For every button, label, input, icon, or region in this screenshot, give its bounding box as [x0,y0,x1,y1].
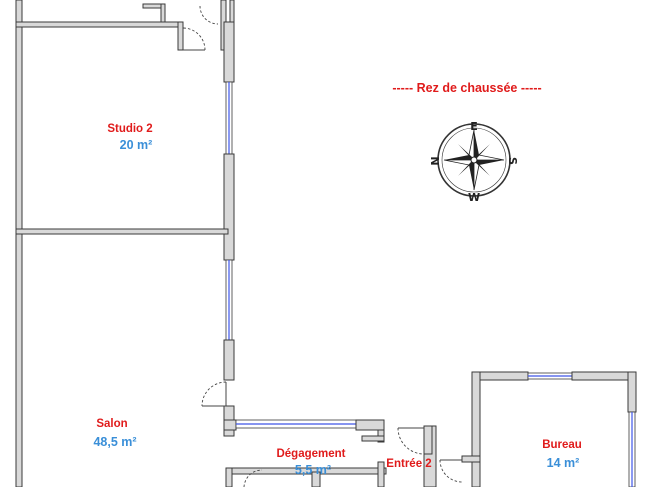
compass-rose: E W N S [429,120,519,204]
wall-top-small-2 [160,3,166,23]
wall-east-studio [223,21,235,83]
wall-bureau-north-right [571,371,637,381]
wall-studio-north [15,21,182,28]
level-title: ----- Rez de chaussée ----- [392,81,541,95]
door-entree [397,427,425,455]
wall-east-mid [223,153,235,261]
compass-label-east: E [470,120,478,133]
room-area-salon: 48,5 m² [93,435,136,449]
compass-ring-inner [441,127,507,193]
compass-label-north: N [429,156,442,165]
door-lower [243,469,263,487]
wall-west [15,0,23,487]
wall-bureau-east [627,371,637,413]
compass-label-west: W [468,191,480,204]
room-name-degagement: Dégagement [276,448,345,460]
wall-degagement-north [223,419,237,431]
wall-bureau-door-jamb [461,455,481,463]
wall-east-low [223,339,235,381]
room-area-bureau: 14 m² [547,456,580,470]
door-salon [201,381,227,407]
wall-lower-stub [225,467,233,487]
room-name-studio2: Studio 2 [107,123,152,135]
wall-top-post [177,21,184,51]
wall-lower-stub-3 [377,461,385,487]
wall-bureau-west [471,371,481,487]
wall-entree-small [361,435,385,442]
door-studio-north [182,27,206,51]
compass-label-south: S [506,157,519,165]
wall-studio-salon [15,228,229,235]
compass-ring [437,123,511,197]
compass-star-icon [443,129,505,191]
wall-degagement-north-2 [355,419,385,431]
room-name-bureau: Bureau [542,439,582,451]
room-area-studio2: 20 m² [120,138,153,152]
door-bureau [439,459,463,483]
wall-entree-right-post [423,425,433,455]
wall-lower-stub-2 [311,471,321,487]
room-name-entree2: Entrée 2 [386,458,431,470]
room-area-degagement: 5,5 m² [295,463,331,477]
door-top-right [199,5,219,25]
room-name-salon: Salon [96,418,127,430]
